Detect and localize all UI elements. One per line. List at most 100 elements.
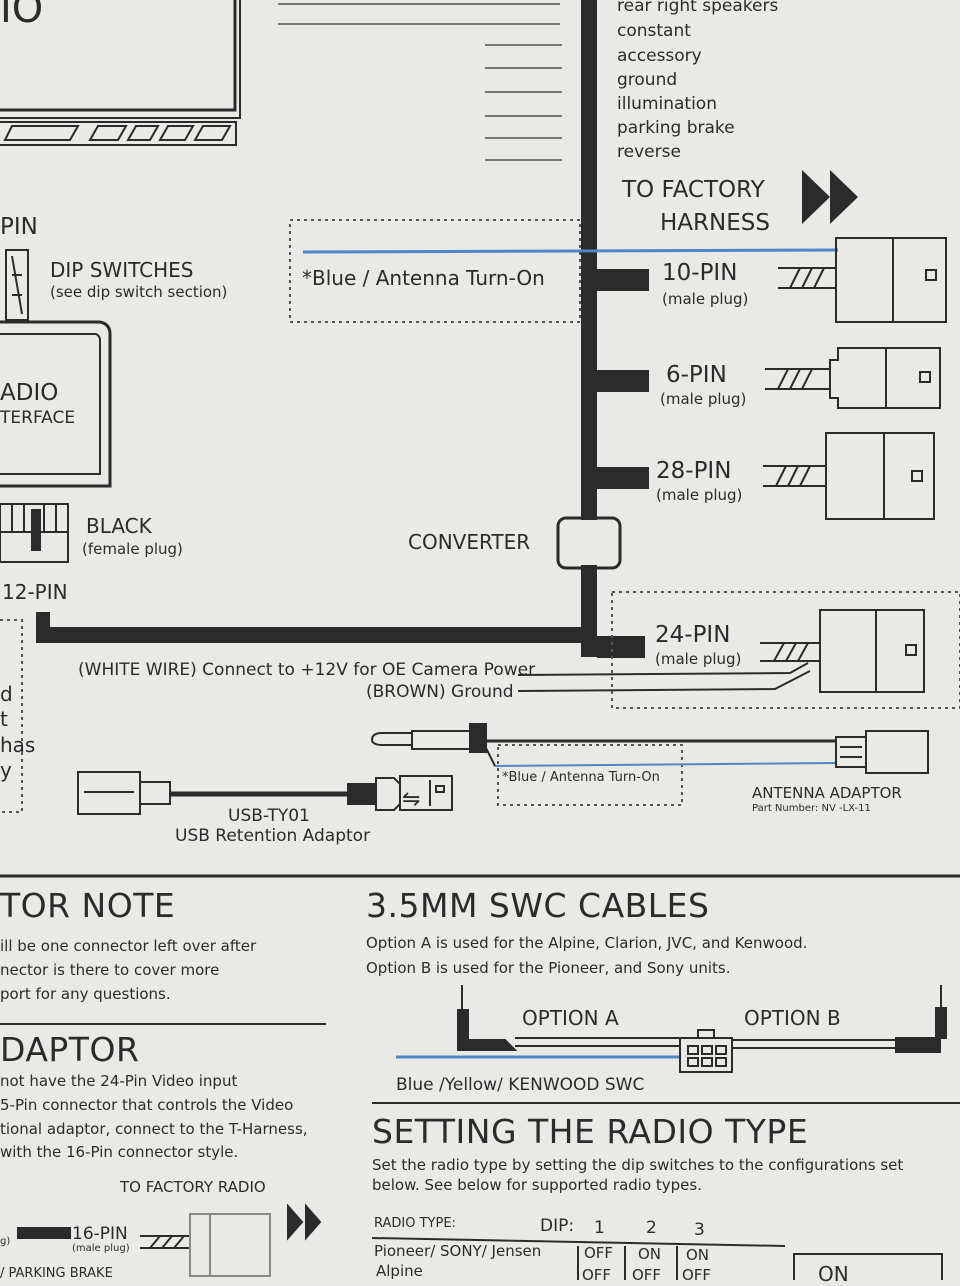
- connector-28-pin-label: 28-PIN: [656, 458, 732, 484]
- adaptor-line4: with the 16-Pin connector style.: [0, 1143, 239, 1161]
- black-plug-graphic: [0, 503, 69, 563]
- sixteen-pin-subtitle: (male plug): [72, 1243, 130, 1254]
- adaptor-line2: 5-Pin connector that controls the Video: [0, 1096, 294, 1114]
- dip-switches-label: DIP SWITCHES: [50, 258, 194, 282]
- to-factory-harness-arrows: [802, 170, 858, 224]
- swc-cables-graphic: [396, 985, 947, 1073]
- connector-6-pin-label: 6-PIN: [666, 362, 727, 388]
- radio-row-1-dip-3: ON: [686, 1246, 710, 1264]
- dip-number-2: 2: [646, 1218, 657, 1238]
- wire-label-reverse: reverse: [617, 142, 681, 162]
- wire-label-constant: constant: [617, 21, 691, 41]
- white-wire-label: (WHITE WIRE) Connect to +12V for OE Came…: [78, 660, 536, 680]
- converter-label: CONVERTER: [408, 530, 531, 554]
- radio-row-2-dip-3: OFF: [682, 1266, 712, 1284]
- left-cut-text-3: has: [0, 733, 36, 757]
- to-factory-label: TO FACTORY: [622, 177, 765, 203]
- dip-number-1: 1: [594, 1218, 605, 1238]
- wire-label-ground: ground: [617, 70, 678, 90]
- radio-interface-line2: TERFACE: [0, 408, 76, 428]
- radio-row-2-dip-1: OFF: [582, 1266, 612, 1284]
- connector-note-heading: TOR NOTE: [0, 886, 176, 925]
- sixteen-pin-graphic: [17, 1203, 322, 1277]
- harness-trunk: [36, 0, 649, 658]
- radio-row-1-dip-1: OFF: [584, 1244, 614, 1262]
- dip-switches-subtitle: (see dip switch section): [50, 283, 228, 301]
- plug-28-pin: [763, 432, 935, 520]
- twelve-pin-label: 12-PIN: [2, 580, 68, 604]
- connector-10-pin-type: (male plug): [662, 290, 749, 308]
- on-box-label: ON: [818, 1262, 849, 1286]
- top-cut-logo-fragment: IO: [0, 0, 43, 32]
- wire-label-parking-brake: parking brake: [617, 118, 735, 138]
- radio-screen-graphic: [0, 0, 241, 146]
- left-dotted-box: [0, 619, 23, 813]
- dip-switch-graphic: [5, 249, 29, 321]
- swc-line2: Option B is used for the Pioneer, and So…: [366, 959, 731, 977]
- left-cut-text-4: y: [0, 758, 12, 782]
- option-b-label: OPTION B: [744, 1006, 841, 1030]
- black-plug-subtitle: (female plug): [82, 540, 183, 558]
- connector-10-pin-label: 10-PIN: [662, 260, 738, 286]
- usb-retention-adaptor-graphic: [77, 771, 453, 815]
- camera-power-wires: [517, 662, 811, 692]
- camera-dotted-box: [611, 591, 960, 709]
- option-a-label: OPTION A: [522, 1006, 619, 1030]
- radio-type-line1: Set the radio type by setting the dip sw…: [372, 1156, 904, 1174]
- brown-ground-label: (BROWN) Ground: [366, 682, 514, 702]
- radio-row-1-name: Pioneer/ SONY/ Jensen: [374, 1242, 542, 1260]
- antenna-small-dotted-box: [497, 744, 683, 806]
- antenna-adaptor-graphic: [370, 723, 929, 774]
- radio-row-1-dip-2: ON: [638, 1245, 662, 1263]
- harness-label: HARNESS: [660, 210, 770, 236]
- parking-brake-cut-label: / PARKING BRAKE: [0, 1266, 113, 1281]
- to-factory-radio-label: TO FACTORY RADIO: [120, 1178, 266, 1196]
- swc-heading: 3.5MM SWC CABLES: [366, 886, 710, 925]
- dip-number-3: 3: [694, 1220, 705, 1240]
- sixteen-pin-label: 16-PIN: [72, 1224, 128, 1244]
- connector-28-pin-type: (male plug): [656, 486, 743, 504]
- blue-antenna-small-label: *Blue / Antenna Turn-On: [502, 770, 660, 785]
- usb-adaptor-name: USB Retention Adaptor: [175, 826, 371, 846]
- radio-type-table-lines: [371, 1237, 786, 1280]
- black-plug-label: BLACK: [86, 514, 152, 538]
- blue-antenna-turn-on-label: *Blue / Antenna Turn-On: [302, 266, 545, 290]
- connector-6-pin-type: (male plug): [660, 390, 747, 408]
- connector-24-pin-label: 24-PIN: [655, 622, 731, 648]
- adaptor-line1: not have the 24-Pin Video input: [0, 1072, 238, 1090]
- connector-note-line3: port for any questions.: [0, 985, 171, 1003]
- radio-type-line2: below. See below for supported radio typ…: [372, 1176, 702, 1194]
- on-box: [793, 1253, 943, 1280]
- pin-fragment-label: PIN: [0, 214, 38, 240]
- wire-label-rear-right-speakers: rear right speakers: [617, 0, 779, 16]
- plug-24-pin: [760, 609, 925, 693]
- wire-label-illumination: illumination: [617, 94, 717, 114]
- connector-24-pin-type: (male plug): [655, 650, 742, 668]
- converter-box: [556, 516, 622, 570]
- usb-part-number: USB-TY01: [228, 806, 310, 826]
- dip-column-label: DIP:: [540, 1216, 575, 1236]
- radio-interface-box: [0, 320, 112, 488]
- usb-icon: ⇋: [402, 787, 420, 812]
- left-cut-text-1: d: [0, 682, 13, 706]
- plug-6-pin: [765, 347, 941, 409]
- antenna-adaptor-label: ANTENNA ADAPTOR: [752, 784, 902, 802]
- adaptor-line3: tional adaptor, connect to the T-Harness…: [0, 1120, 308, 1138]
- radio-type-column-label: RADIO TYPE:: [374, 1216, 456, 1231]
- wire-label-accessory: accessory: [617, 46, 702, 66]
- antenna-adaptor-part: Part Number: NV -LX-11: [752, 803, 871, 814]
- sixteen-pin-cut-left: g): [0, 1236, 11, 1247]
- radio-row-2-name: Alpine: [376, 1262, 423, 1280]
- radio-interface-line1: ADIO: [0, 380, 59, 406]
- plug-10-pin: [778, 237, 947, 323]
- adaptor-heading: DAPTOR: [0, 1030, 140, 1069]
- connector-note-line1: ill be one connector left over after: [0, 937, 257, 955]
- connector-note-line2: nector is there to cover more: [0, 961, 220, 979]
- left-cut-text-2: t: [0, 707, 8, 731]
- radio-row-2-dip-2: OFF: [632, 1266, 662, 1284]
- swc-line1: Option A is used for the Alpine, Clarion…: [366, 934, 808, 952]
- swc-cable-label: Blue /Yellow/ KENWOOD SWC: [396, 1075, 645, 1095]
- blue-antenna-wire: [302, 248, 839, 254]
- top-wire-stubs: [278, 3, 562, 161]
